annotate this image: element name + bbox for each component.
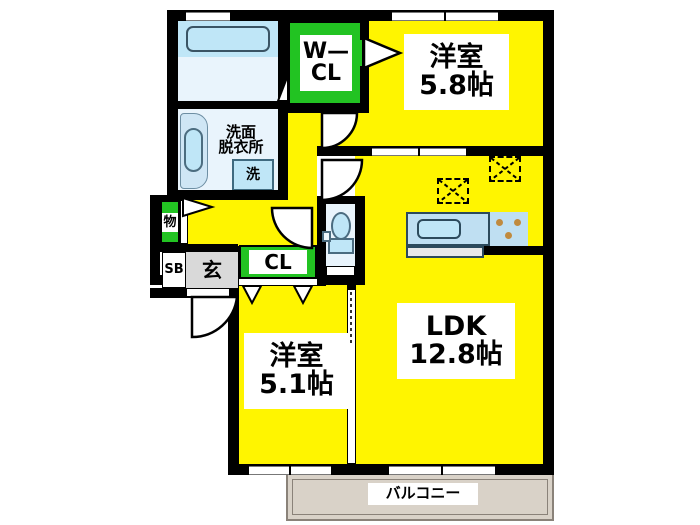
corridor-north-strip bbox=[317, 110, 369, 146]
stove-burner-1 bbox=[496, 219, 503, 226]
toilet-bowl-icon bbox=[331, 212, 351, 240]
wall-toilet-left bbox=[317, 196, 326, 286]
window-bath[interactable] bbox=[186, 12, 230, 21]
window-bedroom-north-south-a[interactable] bbox=[372, 148, 418, 156]
label-bedroom-north-line2: 5.8帖 bbox=[419, 70, 494, 101]
overhead-cabinet-left bbox=[437, 178, 469, 204]
label-bedroom-south-line1: 洋室 bbox=[269, 341, 324, 373]
wall-bath-bottom bbox=[167, 101, 278, 109]
storage-mono[interactable]: 物 bbox=[160, 200, 180, 244]
stove-burner-2 bbox=[514, 219, 521, 226]
entry-label: 玄 bbox=[202, 257, 222, 282]
toilet-tank-icon bbox=[328, 238, 354, 254]
sliding-door-ldk-a[interactable] bbox=[389, 466, 441, 475]
closet-south[interactable]: CL bbox=[239, 245, 317, 279]
storage-mono-label: 物 bbox=[163, 214, 177, 230]
wcl-sliding-leaf[interactable] bbox=[362, 40, 369, 68]
closet-south-folding-track[interactable] bbox=[239, 279, 317, 286]
sanitary-label-line2: 脱衣所 bbox=[218, 138, 264, 156]
wall-sanitary-bottom bbox=[167, 190, 288, 200]
label-bedroom-north-line1: 洋室 bbox=[429, 42, 484, 74]
sliding-door-bedroom-south-a[interactable] bbox=[249, 466, 289, 475]
label-ldk-line2: 12.8帖 bbox=[409, 339, 503, 370]
kitchen-wall-stub bbox=[484, 246, 543, 255]
partition-post-top bbox=[347, 285, 356, 290]
balcony-label-chip: バルコニー bbox=[368, 483, 478, 505]
washer-label: 洗 bbox=[246, 166, 260, 183]
stove-burner-3 bbox=[505, 232, 512, 239]
bathtub-icon bbox=[186, 26, 270, 52]
closet-walk-in[interactable]: W— CL bbox=[288, 21, 364, 105]
storage-mono-door[interactable] bbox=[180, 200, 188, 244]
front-door-leaf[interactable] bbox=[186, 288, 230, 297]
toilet-door-panel[interactable] bbox=[326, 266, 355, 276]
wall-entry-top bbox=[160, 244, 238, 252]
wall-wcl-bottom bbox=[288, 105, 369, 113]
vanity-basin-icon bbox=[184, 128, 203, 172]
wall-wcl-right bbox=[360, 10, 369, 40]
label-bedroom-south: 洋室 5.1帖 bbox=[244, 333, 349, 409]
wall-toilet-right bbox=[355, 196, 365, 276]
wall-toilet-bottom bbox=[317, 276, 365, 285]
sanitary-label-chip: 洗面 脱衣所 bbox=[206, 117, 276, 163]
corridor-hall-upper bbox=[178, 196, 318, 246]
window-bedroom-north-a[interactable] bbox=[392, 12, 444, 21]
sanitary-label-line1: 洗面 bbox=[225, 122, 256, 141]
window-bedroom-north-south-b[interactable] bbox=[420, 148, 466, 156]
balcony-inner-line bbox=[292, 479, 548, 515]
closet-walk-in-line1: W— bbox=[302, 39, 350, 64]
sliding-door-ldk-b[interactable] bbox=[443, 466, 495, 475]
entry-genkan bbox=[186, 252, 238, 288]
sliding-door-bedroom-south-b[interactable] bbox=[291, 466, 331, 475]
overhead-cabinet-right bbox=[489, 156, 521, 182]
wall-left-lower bbox=[150, 195, 160, 285]
toilet-lever-icon bbox=[322, 231, 331, 242]
label-bedroom-south-line2: 5.1帖 bbox=[259, 369, 334, 400]
kitchen-sink-basin bbox=[417, 219, 461, 239]
kitchen-stove-top bbox=[488, 212, 528, 246]
window-bedroom-north-b[interactable] bbox=[446, 12, 498, 21]
shoe-box-label: SB bbox=[164, 262, 184, 278]
wall-wcl-right-lower bbox=[360, 66, 369, 113]
wall-sanitary-right bbox=[278, 109, 288, 191]
closet-walk-in-line2: CL bbox=[310, 61, 342, 86]
shoe-box-label-chip: SB bbox=[162, 254, 186, 286]
kitchen-cabinet-front bbox=[406, 246, 484, 258]
label-ldk-line1: LDK bbox=[425, 311, 487, 343]
label-bedroom-north: 洋室 5.8帖 bbox=[404, 34, 509, 110]
storage-mono-inner: 物 bbox=[162, 212, 178, 232]
wall-bath-right bbox=[278, 10, 288, 109]
wall-south-bedroom-left bbox=[228, 245, 239, 475]
wall-right bbox=[543, 10, 554, 475]
wall-toilet-top bbox=[317, 196, 365, 204]
closet-south-inner: CL bbox=[249, 250, 307, 274]
label-ldk: LDK 12.8帖 bbox=[397, 303, 515, 379]
washer-label-chip: 洗 bbox=[232, 163, 274, 187]
closet-walk-in-inner: W— CL bbox=[300, 35, 352, 91]
shoe-box[interactable] bbox=[162, 252, 186, 288]
entry-label-chip: 玄 bbox=[186, 256, 238, 284]
closet-south-label: CL bbox=[264, 250, 292, 274]
balcony-label: バルコニー bbox=[385, 484, 461, 503]
